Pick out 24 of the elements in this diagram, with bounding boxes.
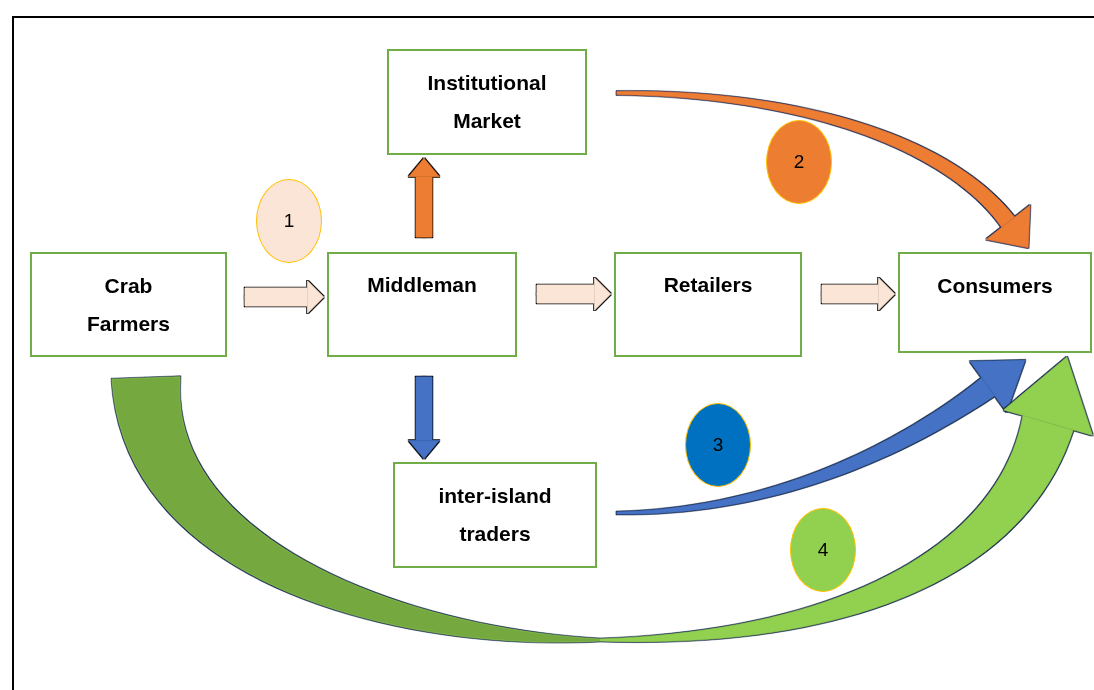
box-label: Retailers xyxy=(663,272,753,298)
box-label: inter-island traders xyxy=(437,483,553,547)
block-arrow xyxy=(408,158,440,238)
block-arrow xyxy=(821,277,895,311)
box-label: Crab Farmers xyxy=(86,272,171,337)
process-box xyxy=(30,252,227,357)
box-label: Consumers xyxy=(937,273,1053,299)
step-number: 3 xyxy=(712,434,724,456)
block-arrow xyxy=(408,376,440,459)
process-box xyxy=(327,252,517,357)
box-label: Institutional Market xyxy=(426,70,548,134)
process-box xyxy=(614,252,802,357)
step-number: 4 xyxy=(817,539,829,561)
process-box xyxy=(393,462,597,568)
curved-arrow xyxy=(111,356,1093,643)
box-label: Middleman xyxy=(367,272,477,298)
step-number: 2 xyxy=(793,151,805,173)
block-arrow xyxy=(536,277,611,311)
curved-arrow xyxy=(616,360,1026,515)
step-number: 1 xyxy=(283,210,295,232)
block-arrow xyxy=(244,280,324,314)
process-box xyxy=(387,49,587,155)
process-box xyxy=(898,252,1092,353)
curved-arrow xyxy=(616,91,1031,248)
